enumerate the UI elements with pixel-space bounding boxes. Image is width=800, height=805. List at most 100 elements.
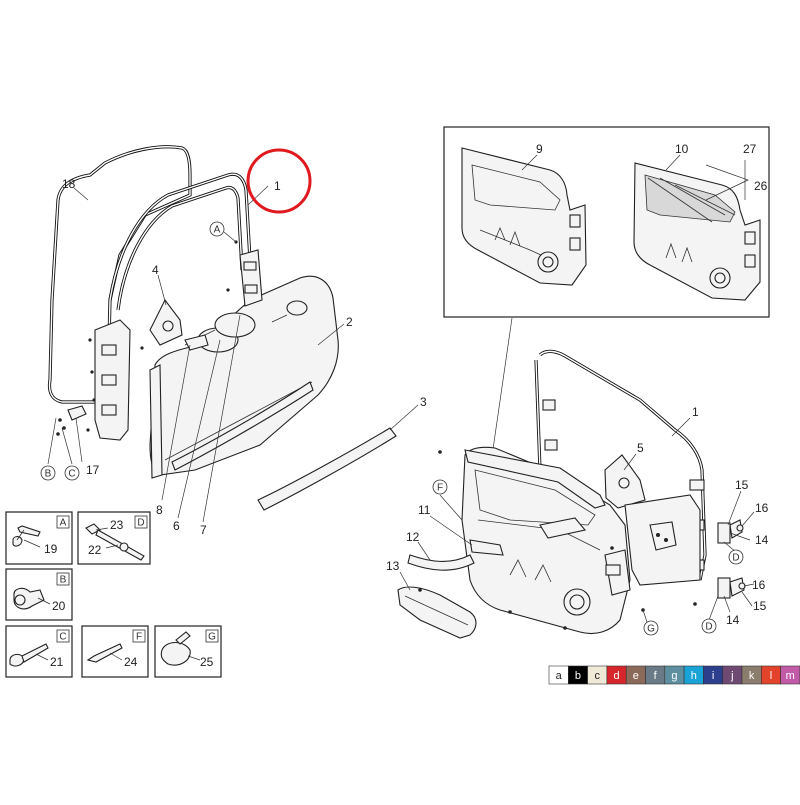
label-part-16-lower: 16 <box>752 578 766 592</box>
svg-text:D: D <box>732 553 739 564</box>
detail-box-f: F 24 <box>81 625 149 678</box>
label-part-24: 24 <box>124 655 138 669</box>
highlight-callout-part-1 <box>246 148 312 214</box>
legend-swatch-i: i <box>703 665 724 685</box>
label-part-25: 25 <box>200 655 214 669</box>
svg-text:C: C <box>68 469 75 480</box>
hinge-lower <box>717 577 746 599</box>
label-part-22: 22 <box>88 543 102 557</box>
legend-label-g: g <box>671 670 677 682</box>
part-18-outer-seal <box>47 145 192 404</box>
label-part-21: 21 <box>50 655 64 669</box>
svg-text:G: G <box>647 624 655 635</box>
body-hinge-plate <box>624 494 701 586</box>
label-part-17: 17 <box>86 463 100 477</box>
label-part-11: 11 <box>418 503 431 517</box>
ref-circle-c-left: C <box>64 465 80 481</box>
label-part-6: 6 <box>173 519 180 533</box>
ref-circle-d-upper: D <box>728 549 744 565</box>
svg-text:B: B <box>45 469 52 480</box>
detail-box-d: D 23 22 <box>77 511 151 565</box>
svg-text:C: C <box>59 632 66 643</box>
legend-swatch-c: c <box>587 665 608 685</box>
legend-swatch-h: h <box>683 665 704 685</box>
label-part-18: 18 <box>62 177 76 191</box>
legend-swatch-a: a <box>548 665 569 685</box>
part-5-mirror-sail <box>604 454 646 509</box>
label-part-15-lower: 15 <box>753 599 767 613</box>
leaders-right <box>399 417 755 623</box>
label-part-1-right: 1 <box>692 405 699 419</box>
legend-label-e: e <box>633 670 639 682</box>
legend-label-i: i <box>712 670 714 682</box>
ref-circle-f-main: F <box>432 479 448 495</box>
ref-circle-a-top: A <box>209 221 225 237</box>
part-2-door-shell <box>149 275 339 479</box>
svg-text:A: A <box>214 225 221 236</box>
part-17-fasteners <box>56 405 87 436</box>
legend-label-m: m <box>786 670 795 682</box>
svg-text:G: G <box>208 632 216 643</box>
legend-label-j: j <box>730 670 733 682</box>
label-part-1-top: 1 <box>274 179 281 193</box>
legend-swatch-e: e <box>625 665 646 685</box>
screws-left <box>86 240 238 432</box>
legend-swatch-j: j <box>722 665 743 685</box>
part-6-7-mirror <box>184 312 256 353</box>
detail-box-c: C 21 <box>5 625 73 678</box>
label-part-8: 8 <box>156 503 163 517</box>
label-part-20: 20 <box>52 599 66 613</box>
right-door-assembly: 1 5 11 12 13 15 16 14 16 15 14 F D D G <box>386 317 769 639</box>
legend-swatch-f: f <box>645 665 666 685</box>
ref-circle-d-lower: D <box>701 618 717 634</box>
legend-swatch-l: l <box>760 665 781 685</box>
part-13-lower-trim <box>397 586 477 639</box>
ref-circle-b-left: B <box>40 465 56 481</box>
label-part-14-upper: 14 <box>755 533 769 547</box>
label-part-9: 9 <box>536 142 543 156</box>
label-part-16-upper: 16 <box>755 501 769 515</box>
part-12-lower-strip <box>407 554 475 571</box>
label-part-3: 3 <box>420 395 427 409</box>
window-frame-post <box>239 249 263 307</box>
fastener-details: A 19 D 23 22 B 20 <box>5 511 222 678</box>
legend-swatch-k: k <box>741 665 762 685</box>
detail-box-g: G 25 <box>154 625 222 678</box>
label-part-14-lower: 14 <box>726 613 740 627</box>
legend-label-h: h <box>691 670 697 682</box>
inset-trim-panels: 9 10 27 26 <box>443 126 770 318</box>
legend-label-b: b <box>575 670 581 682</box>
label-part-19: 19 <box>44 542 58 556</box>
legend-swatch-b: b <box>567 665 588 685</box>
left-exploded-view: 18 1 4 2 3 8 6 7 17 A B C <box>40 145 427 537</box>
label-part-2: 2 <box>346 315 353 329</box>
part-11-regulator <box>469 539 504 556</box>
label-part-10: 10 <box>675 142 689 156</box>
label-part-26: 26 <box>754 179 768 193</box>
legend-swatch-d: d <box>606 665 627 685</box>
label-part-13: 13 <box>386 559 400 573</box>
hinge-upper <box>717 519 744 544</box>
leaders-left <box>47 185 419 523</box>
legend-swatch-g: g <box>664 665 685 685</box>
detail-box-b: B 20 <box>5 568 73 621</box>
legend-label-f: f <box>654 670 658 682</box>
a-pillar-left <box>94 319 131 441</box>
label-part-23: 23 <box>110 518 124 532</box>
part-3-moulding <box>257 427 397 511</box>
legend-label-c: c <box>595 670 601 682</box>
legend-swatch-m: m <box>780 665 800 685</box>
legend-label-l: l <box>770 670 772 682</box>
label-part-5: 5 <box>637 441 644 455</box>
svg-text:F: F <box>437 483 443 494</box>
label-part-27: 27 <box>743 142 757 156</box>
label-part-15-upper: 15 <box>735 478 749 492</box>
svg-text:A: A <box>60 518 67 529</box>
label-part-12: 12 <box>406 530 420 544</box>
label-part-4: 4 <box>152 263 159 277</box>
detail-box-a: A 19 <box>5 511 73 565</box>
svg-text:F: F <box>136 632 142 643</box>
part-8-frame-seal <box>108 172 254 311</box>
